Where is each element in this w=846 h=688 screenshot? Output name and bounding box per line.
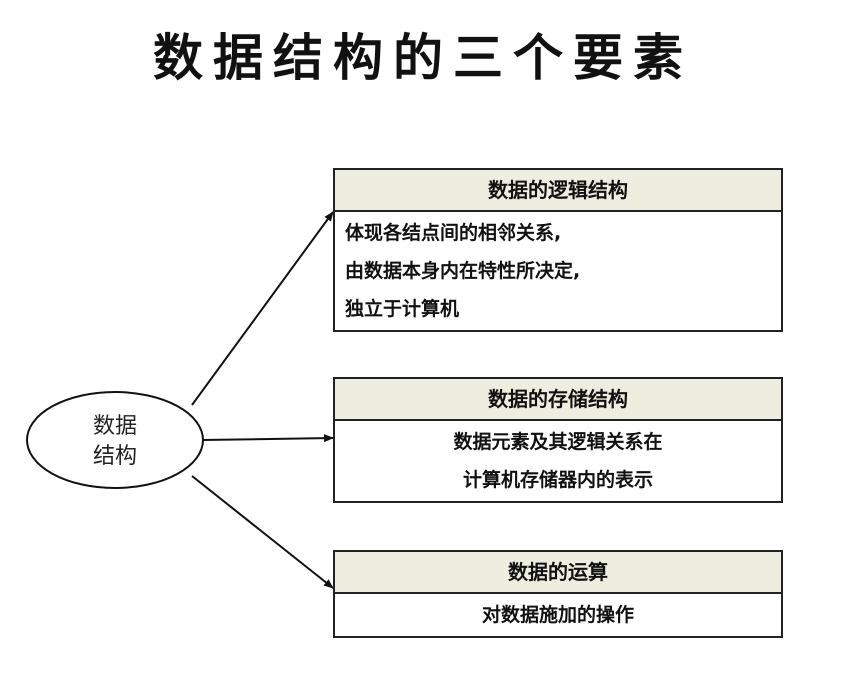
card-body: 数据元素及其逻辑关系在 计算机存储器内的表示: [335, 421, 781, 501]
card-line: 独立于计算机: [345, 298, 460, 320]
center-node-line-1: 数据: [92, 414, 137, 439]
card-storage-structure: 数据的存储结构 数据元素及其逻辑关系在 计算机存储器内的表示: [333, 377, 783, 503]
card-line: 计算机存储器内的表示: [462, 469, 653, 491]
card-logical-structure: 数据的逻辑结构 体现各结点间的相邻关系, 由数据本身内在特性所决定, 独立于计算…: [333, 168, 783, 332]
center-node-label: 数据 结构: [40, 412, 190, 472]
card-line: 由数据本身内在特性所决定,: [345, 260, 581, 282]
card-line: 体现各结点间的相邻关系,: [345, 222, 562, 244]
card-header: 数据的运算: [335, 552, 781, 594]
center-node-line-2: 结构: [92, 444, 137, 469]
card-header: 数据的存储结构: [335, 379, 781, 421]
arrow-to-logical-structure: [191, 211, 334, 406]
page-title: 数据结构的三个要素: [153, 28, 693, 87]
card-body: 体现各结点间的相邻关系, 由数据本身内在特性所决定, 独立于计算机: [335, 212, 781, 330]
card-line: 数据元素及其逻辑关系在: [453, 431, 663, 453]
arrow-to-storage-structure: [201, 434, 334, 443]
card-line: 对数据施加的操作: [481, 604, 634, 626]
card-header: 数据的逻辑结构: [335, 170, 781, 212]
card-operations: 数据的运算 对数据施加的操作: [333, 550, 783, 638]
card-body: 对数据施加的操作: [335, 594, 781, 636]
arrow-to-operations: [191, 475, 334, 589]
